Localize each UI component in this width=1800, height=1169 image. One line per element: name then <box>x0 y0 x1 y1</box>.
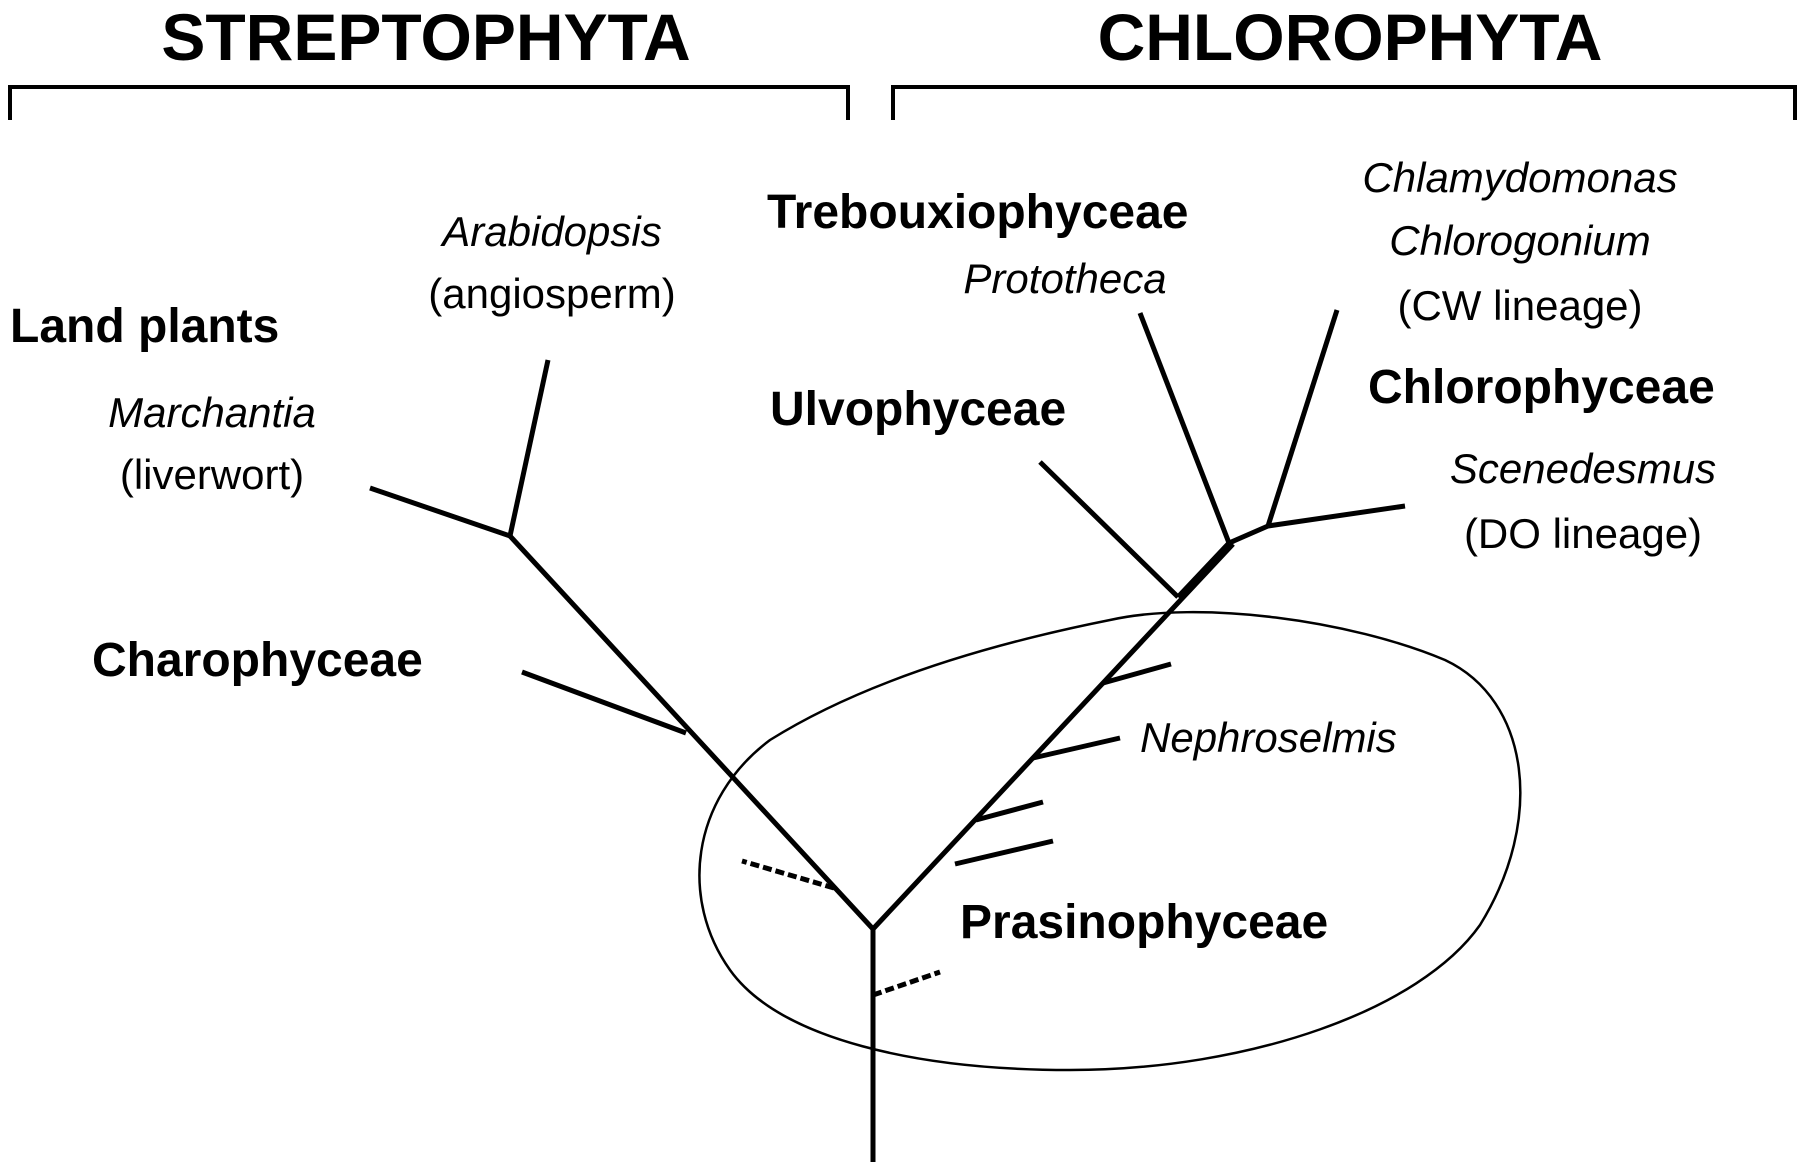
trebouxiophyceae-label: Trebouxiophyceae <box>767 186 1188 239</box>
land-plants-node-left <box>369 485 511 539</box>
liverwort-label: (liverwort) <box>120 451 304 498</box>
ulvophyceae-branch <box>1038 460 1180 599</box>
cw-lineage-label: (CW lineage) <box>1397 282 1642 329</box>
scenedesmus-label: Scenedesmus <box>1450 445 1716 492</box>
streptophyta-bracket <box>8 85 850 120</box>
do-lineage-branch <box>1267 503 1406 529</box>
prototheca-label: Prototheca <box>963 255 1166 302</box>
ulvophyceae-label: Ulvophyceae <box>770 383 1066 436</box>
trebouxiophyceae-branch <box>1137 312 1232 544</box>
dashed-branch-left <box>741 858 835 891</box>
chlorophyta-stem <box>871 542 1235 931</box>
treb-chlor-stem <box>1176 541 1231 599</box>
land-plants-stem <box>507 359 551 537</box>
chlamydomonas-label: Chlamydomonas <box>1362 154 1677 201</box>
land-plants-label: Land plants <box>10 300 279 353</box>
prasinophyceae-label: Prasinophyceae <box>960 896 1328 949</box>
chlorophyta-header: CHLOROPHYTA <box>1098 0 1603 74</box>
streptophyta-header: STREPTOPHYTA <box>161 0 690 74</box>
cw-lineage-branch <box>1265 309 1340 527</box>
chlorogonium-label: Chlorogonium <box>1389 217 1650 264</box>
prasino-branch-1 <box>1102 661 1172 686</box>
nephroselmis-label: Nephroselmis <box>1140 714 1397 761</box>
marchantia-label: Marchantia <box>108 389 316 436</box>
chlorophyta-bracket <box>891 85 1797 120</box>
angiosperm-label: (angiosperm) <box>428 270 675 317</box>
prasinophyceae-ellipse <box>698 610 1522 1072</box>
dashed-branch-root <box>872 969 941 998</box>
phylogenetic-tree <box>369 309 1406 1162</box>
charophyceae-branch <box>521 669 687 736</box>
nephroselmis-branch <box>1032 735 1121 761</box>
do-lineage-label: (DO lineage) <box>1464 510 1702 557</box>
charophyceae-label: Charophyceae <box>92 634 423 687</box>
streptophyta-stem <box>508 534 875 931</box>
chlorophyceae-label: Chlorophyceae <box>1368 361 1715 414</box>
prasino-branch-3 <box>975 799 1044 823</box>
chlorophyceae-stem <box>1228 523 1269 546</box>
prasino-branch-4 <box>954 838 1054 867</box>
arabidopsis-label: Arabidopsis <box>439 208 661 255</box>
